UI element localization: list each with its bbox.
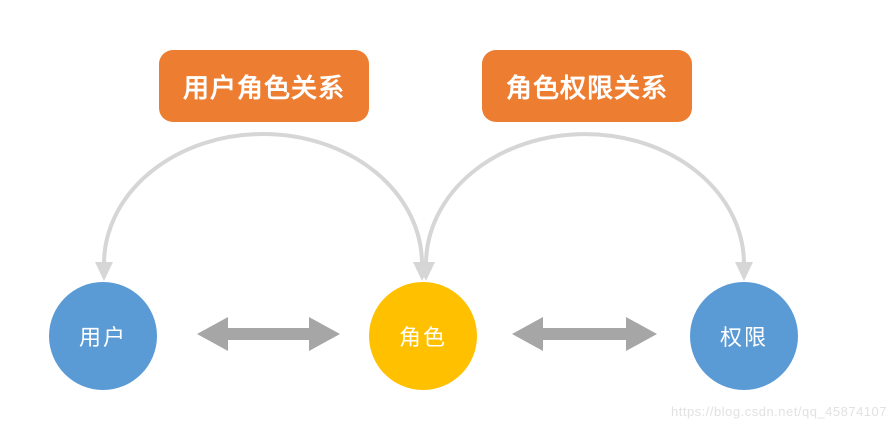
arc-arrowhead-permission-icon (735, 262, 753, 281)
double-arrow-user-role-icon (197, 317, 340, 351)
arc-arrowhead-role-right-icon (417, 262, 435, 281)
entity-circle-permission: 权限 (690, 282, 798, 390)
entity-circle-role: 角色 (369, 282, 477, 390)
arc-user-role-connector (102, 132, 424, 266)
watermark: https://blog.csdn.net/qq_45874107 (671, 404, 887, 419)
label-box-role-permission-relation: 角色权限关系 (482, 50, 692, 122)
arc-arrowhead-user-icon (95, 262, 113, 281)
arc-role-permission-connector (424, 132, 746, 266)
entity-circle-user: 用户 (49, 282, 157, 390)
double-arrow-role-permission-icon (512, 317, 657, 351)
label-box-user-role-relation: 用户角色关系 (159, 50, 369, 122)
